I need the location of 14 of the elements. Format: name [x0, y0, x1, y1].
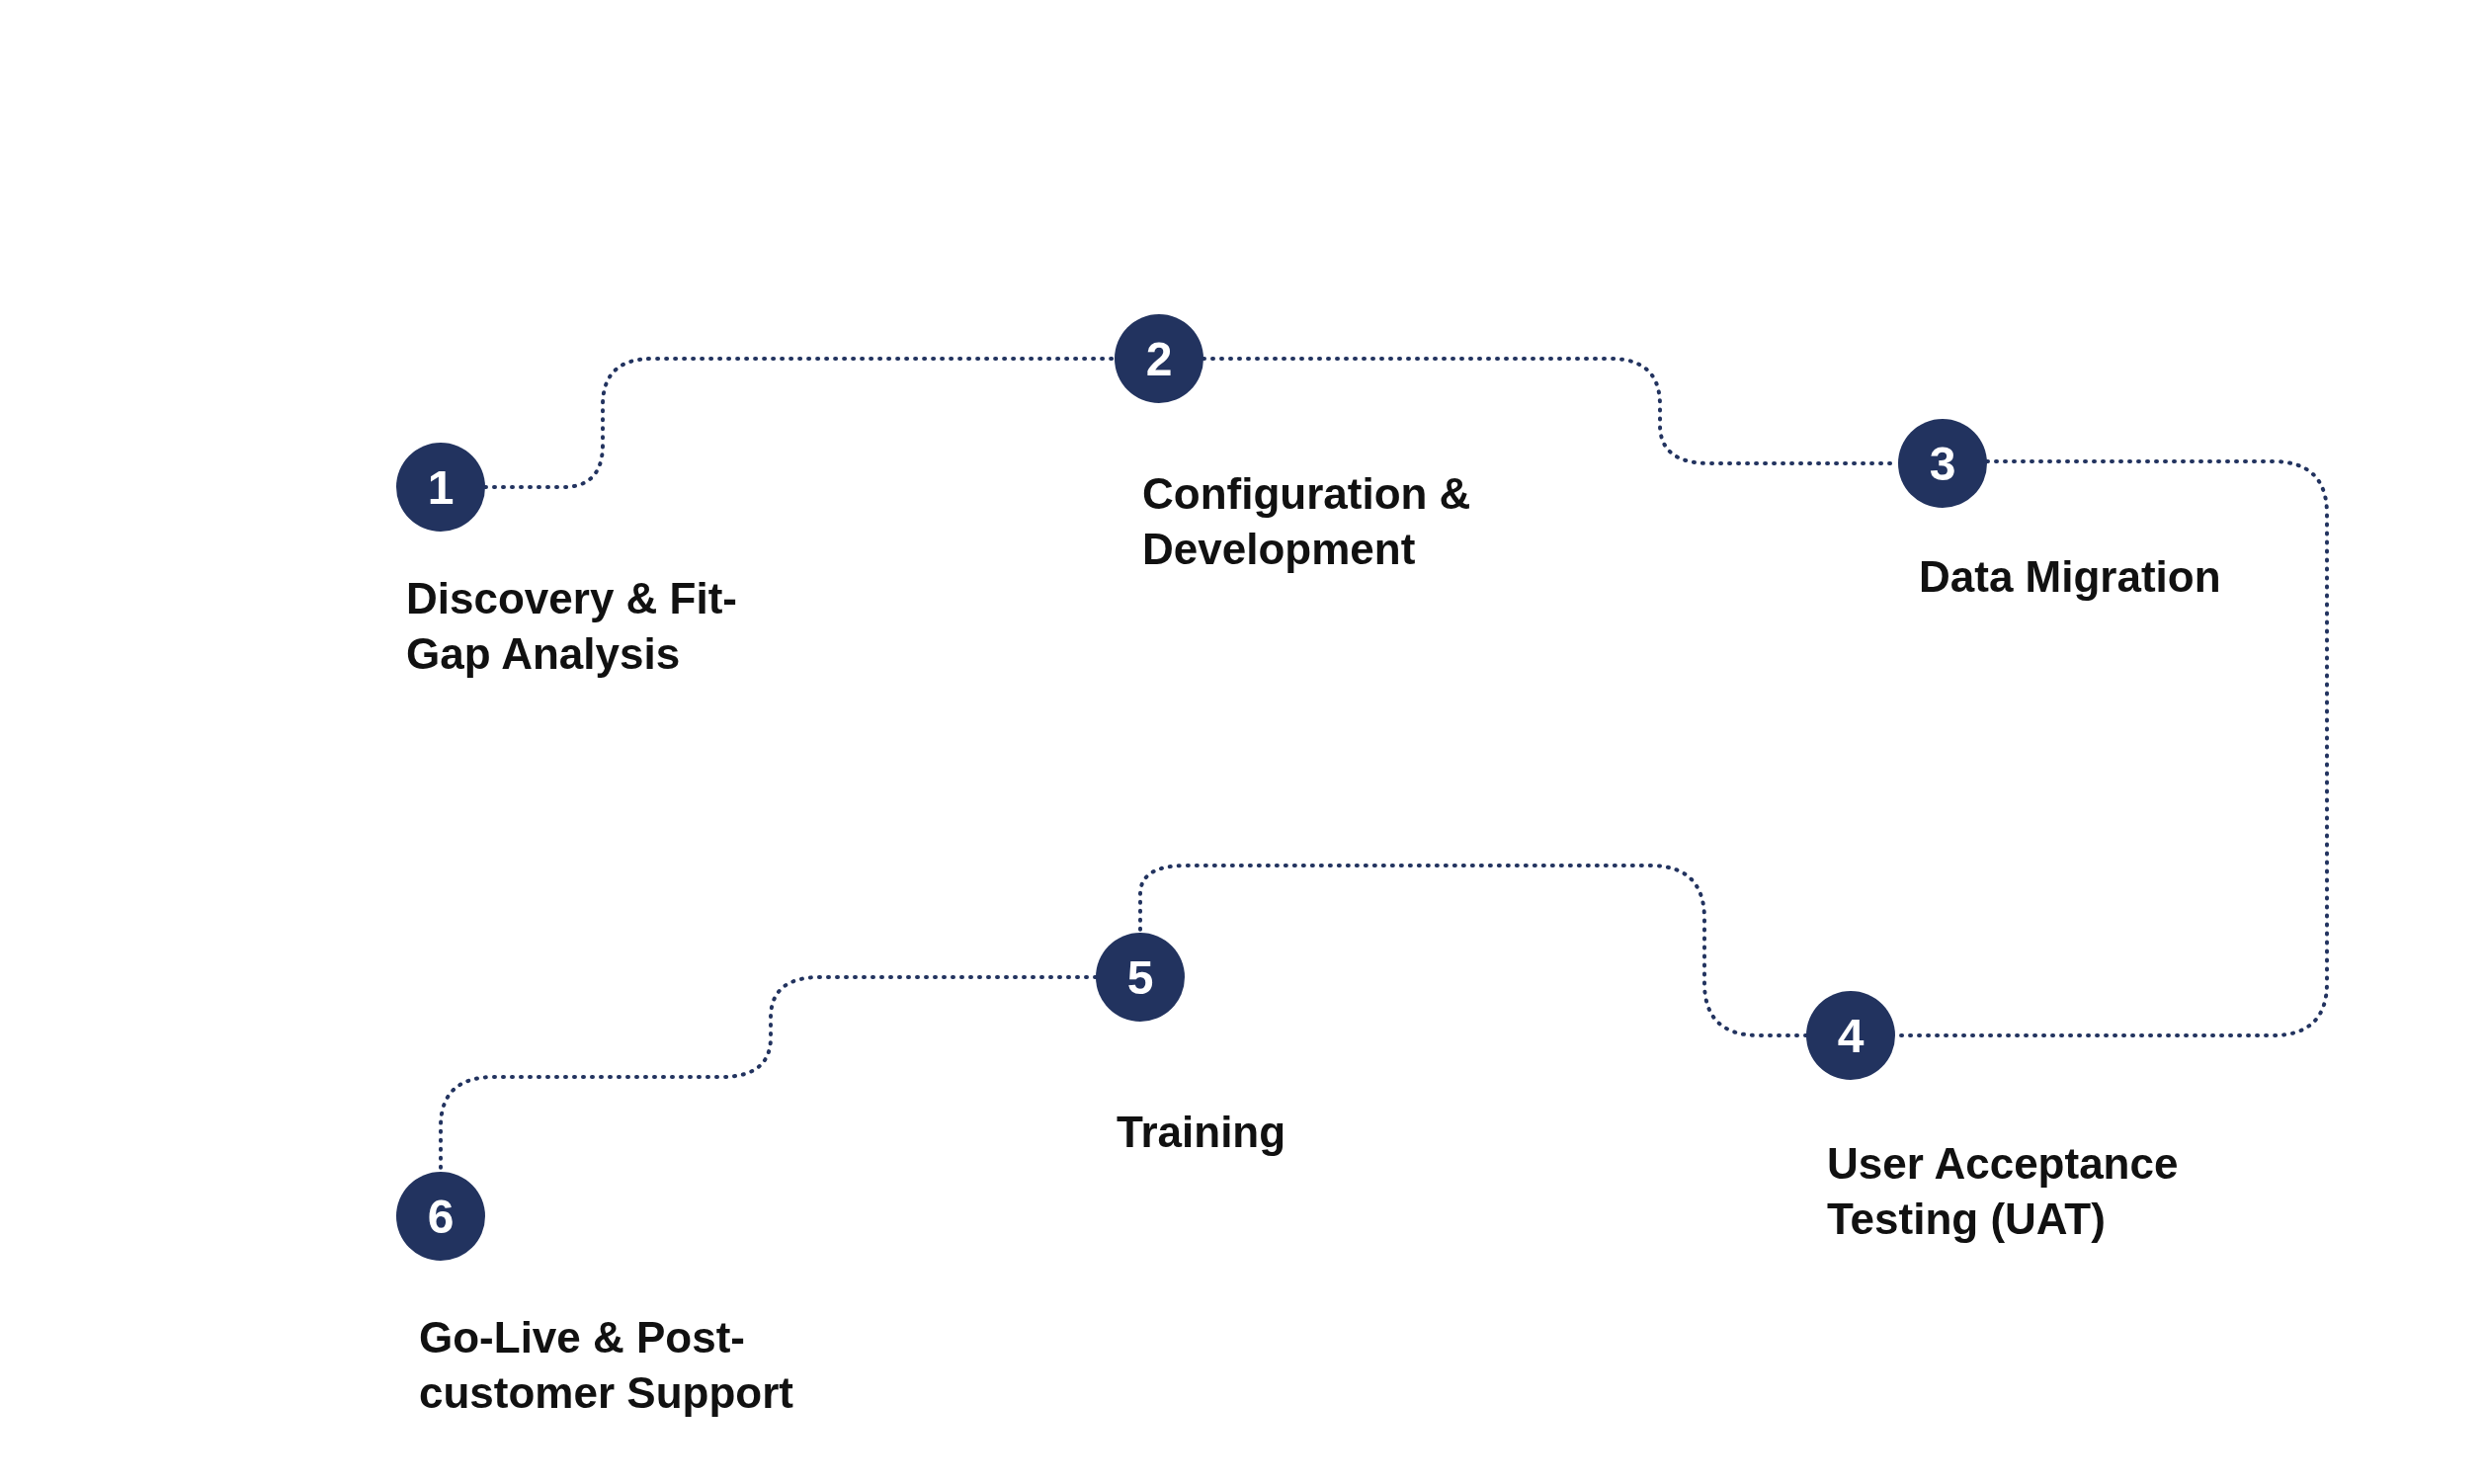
dotted-connector — [483, 357, 1117, 489]
step-label: Discovery & Fit-Gap Analysis — [406, 573, 738, 680]
step-circle: 3 — [1898, 419, 1987, 508]
dotted-connector — [1138, 864, 1808, 1037]
step-label: Configuration & Development — [1142, 468, 1472, 575]
step-circle: 2 — [1115, 314, 1203, 403]
step-circle: 4 — [1806, 991, 1895, 1080]
step-circle: 5 — [1096, 933, 1185, 1022]
step-circle: 1 — [396, 443, 485, 532]
step-label: User Acceptance Testing (UAT) — [1827, 1138, 2180, 1245]
step-label: Training — [1117, 1107, 1287, 1158]
step-label: Data Migration — [1919, 551, 2222, 603]
step-circle: 6 — [396, 1172, 485, 1261]
step-label: Go-Live & Post-customer Support — [419, 1312, 794, 1419]
